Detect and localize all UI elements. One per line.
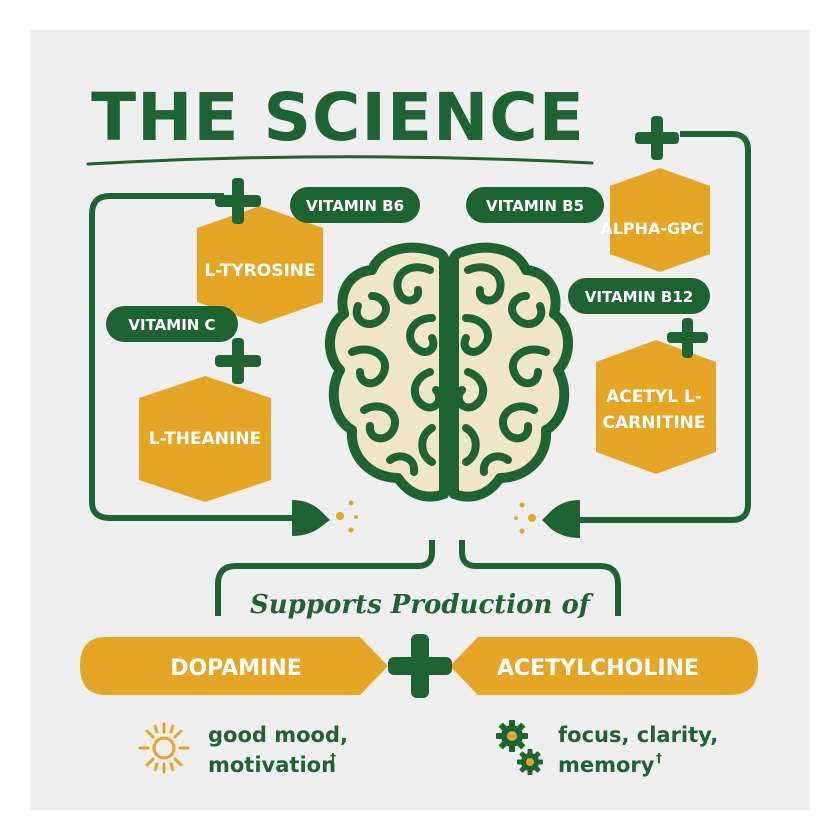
- pill-label-vitamin-b5: VITAMIN B5: [486, 197, 584, 215]
- gears-icon: [496, 720, 543, 775]
- ingredient-label-l-tyrosine: L-TYROSINE: [204, 261, 315, 281]
- ingredient-label-l-theanine: L-THEANINE: [149, 429, 261, 449]
- plus-icon: [667, 318, 708, 358]
- particle-dot: [519, 528, 525, 534]
- plus-icon: [215, 338, 261, 384]
- pill-vitamin-b5: [466, 187, 604, 223]
- particle-dot: [336, 512, 344, 520]
- sun-icon: [138, 722, 190, 774]
- benefit-left-dagger: †: [330, 751, 336, 765]
- particle-dot: [514, 516, 518, 520]
- particle-dot: [354, 515, 358, 519]
- benefit-right-dagger: †: [656, 751, 662, 765]
- supports-production-text: Supports Production of: [250, 590, 594, 620]
- pill-vitamin-b6: [290, 187, 420, 223]
- left-connector-line: [89, 193, 292, 521]
- right-output-connector: [459, 540, 621, 616]
- plus-icon: [388, 634, 452, 698]
- benefit-left-line1: good mood,: [208, 723, 348, 747]
- pill-label-vitamin-c: VITAMIN C: [128, 316, 215, 334]
- ingredient-label-acetyl-l-line1: ACETYL L-: [606, 387, 702, 407]
- hexagon-acetyl-l-carnitine: [596, 340, 716, 474]
- plus-icon: [635, 116, 679, 160]
- benefit-right-line2: memory: [558, 753, 655, 777]
- hexagon-alpha-gpc: [610, 168, 710, 272]
- benefit-left-line2: motivation: [208, 753, 336, 777]
- pill-vitamin-c: [106, 306, 238, 342]
- output-pill-dopamine: [80, 637, 388, 695]
- brain-icon: [324, 242, 574, 502]
- right-connector-arrow: [542, 500, 580, 538]
- hexagon-l-tyrosine: [197, 206, 323, 324]
- particle-dot: [519, 502, 525, 508]
- output-pill-acetylcholine: [450, 637, 758, 695]
- left-output-connector: [215, 540, 435, 616]
- ingredient-label-carnitine-line2: CARNITINE: [602, 413, 705, 433]
- particle-dot: [348, 500, 354, 506]
- ingredient-label-alpha-gpc: ALPHA-GPC: [600, 219, 703, 238]
- output-label-acetylcholine: ACETYLCHOLINE: [497, 656, 699, 681]
- hexagon-l-theanine: [139, 376, 271, 502]
- pill-label-vitamin-b6: VITAMIN B6: [306, 197, 404, 215]
- particle-dot: [348, 527, 354, 533]
- plus-icon: [215, 178, 261, 224]
- output-label-dopamine: DOPAMINE: [170, 656, 302, 681]
- pill-vitamin-b12: [568, 278, 710, 314]
- left-connector-arrow: [292, 500, 330, 536]
- benefit-right-line1: focus, clarity,: [558, 723, 718, 747]
- pill-label-vitamin-b12: VITAMIN B12: [585, 288, 693, 306]
- right-connector-line: [580, 131, 751, 523]
- page-title: THE SCIENCE: [91, 79, 585, 156]
- title-underline: [86, 155, 594, 166]
- particle-dot: [528, 514, 536, 522]
